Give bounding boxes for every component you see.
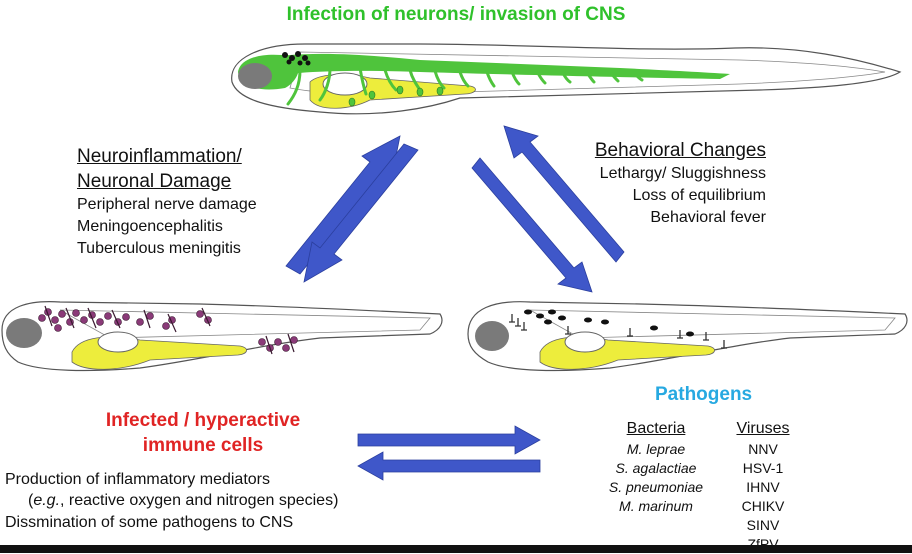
arrow-down-right xyxy=(471,157,593,293)
virus-item: CHIKV xyxy=(741,498,785,514)
left-item: Meningoencephalitis xyxy=(77,218,223,235)
left-heading-line2: Neuronal Damage xyxy=(77,171,232,192)
left-item: Tuberculous meningitis xyxy=(77,240,241,257)
top-larva xyxy=(231,43,902,115)
virus-item: SINV xyxy=(746,517,780,533)
left-panel: Neuroinflammation/ Neuronal Damage Perip… xyxy=(77,144,257,260)
immune-line1: Production of inflammatory mediators xyxy=(5,471,270,488)
bacteria-heading: Bacteria xyxy=(626,420,686,437)
right-item: Behavioral fever xyxy=(650,209,766,226)
bacteria-column: Bacteria M. leprae S. agalactiae S. pneu… xyxy=(600,418,712,516)
virus-item: NNV xyxy=(748,441,778,457)
right-item: Lethargy/ Sluggishness xyxy=(599,165,766,182)
right-larva xyxy=(467,301,908,372)
viruses-heading: Viruses xyxy=(736,420,790,437)
immune-line2-prefix: ( xyxy=(28,492,34,509)
virus-item: HSV-1 xyxy=(742,460,784,476)
immune-title: Infected / hyperactive immune cells xyxy=(53,408,353,458)
bottom-bar xyxy=(0,545,912,553)
immune-line2: (e.g., reactive oxygen and nitrogen spec… xyxy=(28,490,338,512)
right-item: Loss of equilibrium xyxy=(632,187,766,204)
left-larva xyxy=(1,301,443,372)
bacteria-item: M. marinum xyxy=(619,498,693,514)
arrows xyxy=(285,125,625,481)
bacteria-item: S. pneumoniae xyxy=(608,479,704,495)
arrow-right xyxy=(357,425,541,455)
right-heading: Behavioral Changes xyxy=(594,140,766,161)
top-title: Infection of neurons/ invasion of CNS xyxy=(286,4,626,25)
arrow-left xyxy=(357,451,541,481)
virus-item: IHNV xyxy=(746,479,780,495)
immune-line2-eg: e.g. xyxy=(33,492,61,509)
left-item: Peripheral nerve damage xyxy=(77,196,257,213)
arrow-down-left xyxy=(303,143,419,283)
arrow-up-left xyxy=(285,135,401,275)
right-panel: Behavioral Changes Lethargy/ Sluggishnes… xyxy=(560,138,766,229)
viruses-column: Viruses NNV HSV-1 IHNV CHIKV SINV ZfPV xyxy=(728,418,798,554)
bacteria-item: M. leprae xyxy=(626,441,686,457)
immune-line3: Dissmination of some pathogens to CNS xyxy=(5,514,294,531)
immune-title-line2: immune cells xyxy=(142,435,264,456)
left-heading-line1: Neuroinflammation/ xyxy=(77,146,242,167)
immune-line2-rest: , reactive oxygen and nitrogen species) xyxy=(60,492,339,509)
pathogens-title: Pathogens xyxy=(655,384,753,405)
immune-title-line1: Infected / hyperactive xyxy=(105,410,301,431)
bacteria-item: S. agalactiae xyxy=(615,460,697,476)
arrow-up-right xyxy=(503,125,625,263)
